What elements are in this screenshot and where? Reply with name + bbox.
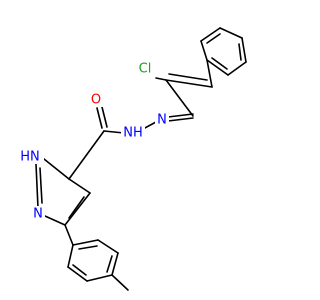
atom-labels: O NH N Cl HN N (18, 61, 169, 222)
bond-n-ch-1 (167, 113, 194, 118)
pyrazole-n-label: N (33, 207, 43, 222)
bond-ph-d2 (238, 43, 242, 61)
bond-tol-1 (72, 239, 99, 246)
bond-n2-c3 (44, 215, 66, 226)
imine-nitrogen-label: N (157, 113, 167, 128)
pyrazole-nh-label: HN (20, 150, 40, 165)
bond-c-cl (155, 77, 167, 81)
bond-c3-tolyl (64, 224, 74, 246)
bond-tol-4 (86, 274, 113, 282)
bond-c5-carbonyl (68, 130, 105, 180)
bond-ph-2 (200, 27, 221, 42)
bond-c4-c5 (68, 178, 91, 194)
bond-c-o-2 (101, 106, 108, 128)
bond-ph-d3 (211, 57, 228, 70)
bond-ph-1 (200, 40, 208, 61)
bond-ccl-ch (165, 79, 213, 88)
bond-ch-phenyl (206, 59, 213, 88)
bond-n-n (142, 121, 157, 130)
bond-c-o-1 (96, 107, 103, 129)
bond-methyl (111, 274, 129, 291)
bond-ph-3 (219, 27, 243, 39)
bond-ph-6 (206, 59, 229, 76)
bond-n-ch-2 (167, 117, 194, 122)
oxygen-label: O (91, 93, 101, 108)
bond-ph-5 (227, 61, 247, 76)
structure-diagram: O NH N Cl HN N (18, 27, 247, 291)
bond-tol-3 (111, 252, 119, 276)
bond-ccl-ch-double (168, 73, 208, 81)
amide-nitrogen-label: NH (123, 126, 143, 141)
bond-ph-4 (241, 37, 247, 63)
molecule-canvas: O NH N Cl HN N (18, 27, 247, 291)
bonds (35, 27, 247, 291)
bond-tol-d2 (106, 255, 113, 273)
bond-tol-d3 (72, 264, 87, 276)
bond-tol-d1 (78, 245, 98, 250)
chlorine-label: Cl (139, 62, 152, 77)
bond-n1-n2 (35, 163, 39, 209)
bond-tol-2 (97, 239, 119, 254)
bond-n1-n2-inner (39, 167, 43, 204)
bond-ph-d1 (206, 33, 221, 44)
bond-carbonyl-nh (103, 130, 125, 134)
bond-tol-5 (67, 266, 88, 282)
bond-ch-ccl (165, 79, 194, 117)
bond-c3-c4 (64, 192, 91, 226)
bond-c3-c4-double (68, 196, 85, 219)
bond-tol-6 (67, 244, 74, 268)
